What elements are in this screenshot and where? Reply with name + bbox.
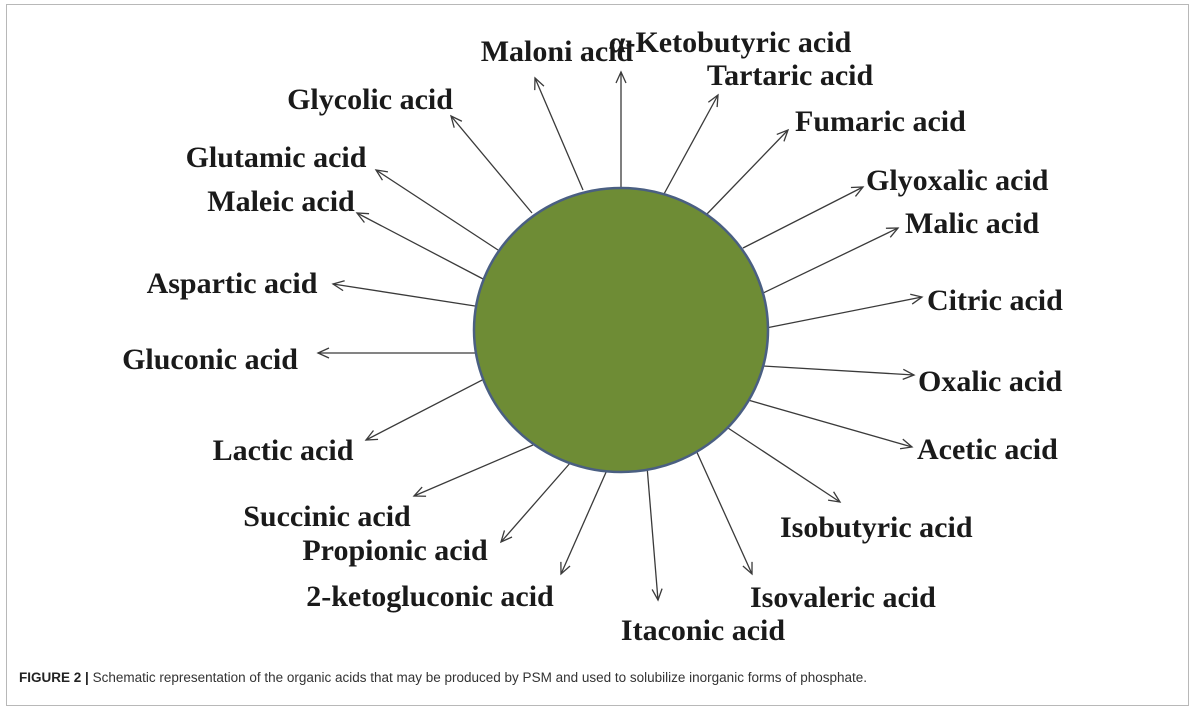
figure-caption-text: Schematic representation of the organic … — [92, 670, 868, 685]
acid-label: Citric acid — [927, 284, 1063, 317]
acid-label: Glyoxalic acid — [866, 164, 1049, 197]
arrow-line — [765, 293, 924, 329]
arrow-line — [331, 280, 476, 307]
arrow-line — [646, 465, 663, 602]
acid-label: 2-ketogluconic acid — [306, 580, 554, 613]
figure-caption: FIGURE 2 | Schematic representation of t… — [19, 670, 1179, 685]
arrow-line — [499, 461, 572, 544]
arrow-line — [449, 114, 533, 214]
acid-label: Gluconic acid — [122, 343, 298, 376]
arrow-line — [364, 375, 491, 441]
acid-label: Glutamic acid — [186, 141, 367, 174]
central-circle — [472, 186, 770, 474]
arrow-line — [694, 447, 753, 576]
acid-label: Fumaric acid — [795, 105, 966, 138]
arrow-line — [560, 469, 608, 576]
arrow-group — [316, 70, 924, 602]
acid-label: Aspartic acid — [147, 267, 318, 300]
acid-label: Propionic acid — [302, 534, 488, 567]
acid-label: Oxalic acid — [918, 365, 1062, 398]
acid-label: Glycolic acid — [287, 83, 453, 116]
acid-label: Lactic acid — [213, 434, 354, 467]
arrow-line — [756, 227, 900, 297]
acid-label: Maleic acid — [207, 185, 355, 218]
arrow-line — [374, 169, 499, 251]
arrow-line — [747, 399, 914, 450]
acid-label: Maloni acid — [481, 35, 634, 68]
acid-label: Succinic acid — [243, 500, 411, 533]
acid-label: Acetic acid — [917, 433, 1058, 466]
arrow-line — [355, 212, 486, 281]
acid-label: α-Ketobutyric acid — [609, 26, 852, 59]
arrow-line — [705, 128, 790, 216]
arrow-line — [727, 427, 842, 503]
arrow-line — [412, 444, 534, 497]
arrow-line — [657, 93, 719, 206]
acid-label: Itaconic acid — [621, 614, 785, 647]
arrow-line — [534, 76, 584, 191]
acid-label: Malic acid — [905, 207, 1039, 240]
acid-label: Tartaric acid — [707, 59, 874, 92]
figure-label: FIGURE 2 | — [19, 670, 89, 685]
arrow-line — [762, 365, 916, 380]
acid-label: Isobutyric acid — [780, 511, 973, 544]
acid-label: Isovaleric acid — [750, 581, 936, 614]
arrow-line — [742, 186, 865, 249]
